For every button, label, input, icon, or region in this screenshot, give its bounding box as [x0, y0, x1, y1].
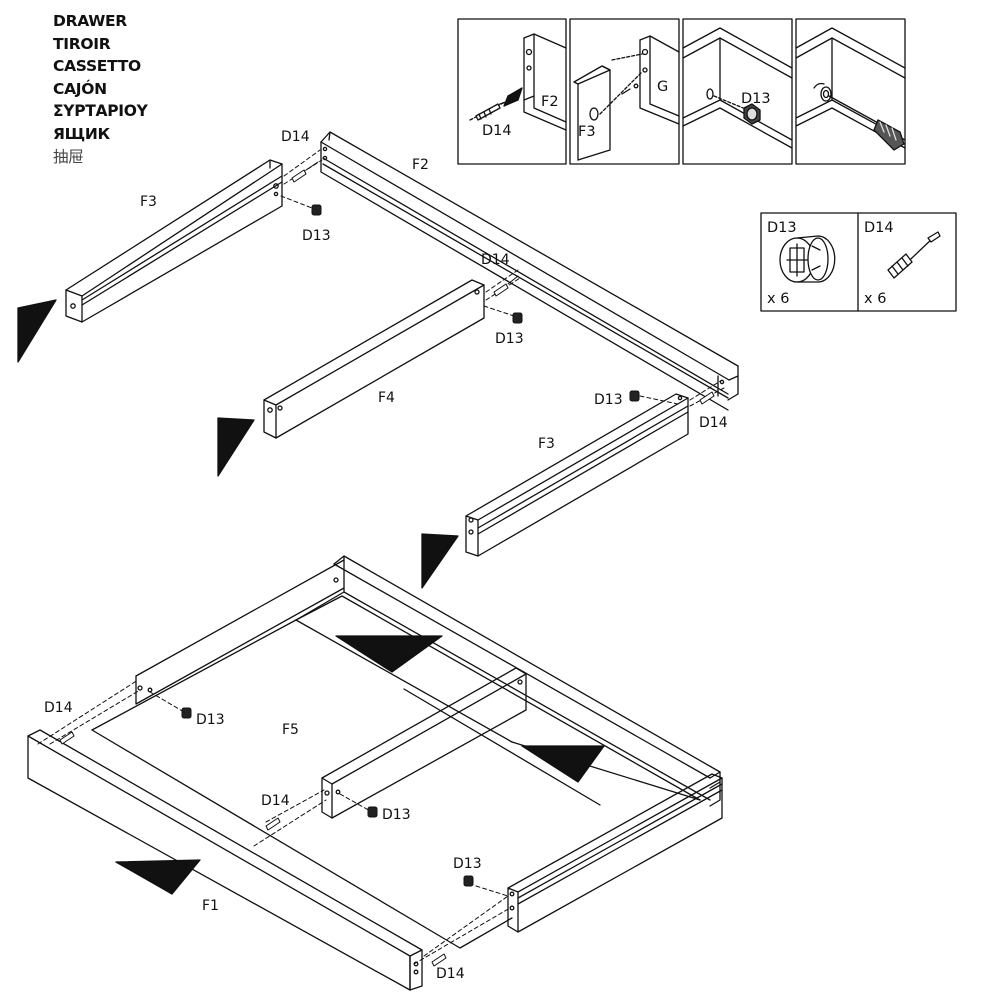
part-label-f3-upper: F3 — [140, 194, 157, 210]
dowel-d14-4 — [59, 731, 75, 745]
fastener-label-d14-4: D14 — [44, 700, 73, 716]
part-f3-right-side — [465, 393, 689, 557]
hardware-d14-code: D14 — [864, 220, 894, 236]
detail-panel-3-drawing — [682, 27, 793, 149]
detail-panel-4 — [795, 18, 906, 165]
orientation-arrows — [17, 299, 605, 895]
arrow-icon-f4 — [217, 417, 255, 477]
part-f2-back-rail — [320, 131, 739, 411]
dowel-d14-5 — [265, 817, 281, 831]
arrow-icon-front — [115, 859, 201, 895]
detail-label-f3: F3 — [578, 124, 596, 140]
detail-panels — [457, 18, 906, 165]
fastener-label-d14-5: D14 — [261, 793, 290, 809]
detail-label-g: G — [657, 79, 668, 95]
cams-d13 — [181, 204, 640, 887]
hardware-d13-qty: x 6 — [767, 291, 789, 307]
title-french: TIROIR — [53, 34, 111, 53]
part-f4-middle — [263, 279, 485, 439]
dowel-d14-1 — [291, 169, 307, 183]
cam-d13-5 — [367, 806, 378, 818]
arrow-icon-f3-left — [17, 299, 57, 363]
hardware-box — [760, 212, 957, 312]
part-label-f1: F1 — [202, 898, 219, 914]
fastener-label-d14-2: D14 — [481, 252, 510, 268]
title-block: DRAWER TIROIR CASSETTO CAJÓN ΣΥΡΤΑΡΙΟΥ Я… — [53, 10, 148, 168]
detail-panel-2 — [569, 18, 680, 165]
dowels-d14 — [59, 161, 715, 967]
title-russian: ЯЩИК — [53, 124, 110, 143]
cam-d13-4 — [181, 707, 192, 719]
detail-panel-3 — [682, 18, 793, 165]
assembly-guides — [37, 149, 725, 965]
dowel-d14-2 — [493, 283, 509, 297]
arrow-icon-f3-right — [421, 533, 459, 589]
fastener-label-d14-6: D14 — [436, 966, 465, 982]
fastener-label-d13-1: D13 — [302, 228, 331, 244]
cam-d13-3 — [629, 390, 640, 402]
cam-lock-d13-icon — [779, 235, 836, 283]
arrow-icon-frame-back — [335, 635, 443, 673]
fastener-label-d13-2: D13 — [495, 331, 524, 347]
part-label-f4: F4 — [378, 390, 395, 406]
part-label-f3-lower: F3 — [538, 436, 555, 452]
detail-panel-1 — [457, 18, 567, 165]
part-label-f2: F2 — [412, 157, 429, 173]
fastener-label-d14-3: D14 — [699, 415, 728, 431]
hardware-d14-qty: x 6 — [864, 291, 886, 307]
cam-d13-2 — [512, 312, 523, 324]
assembled-frame — [27, 555, 723, 991]
detail-label-d13: D13 — [741, 91, 771, 107]
detail-panel-1-drawing — [469, 33, 567, 131]
title-greek: ΣΥΡΤΑΡΙΟΥ — [53, 102, 148, 121]
fastener-label-d13-5: D13 — [382, 807, 411, 823]
fastener-label-d13-6: D13 — [453, 856, 482, 872]
detail-panel-2-drawing — [573, 35, 680, 161]
fastener-label-d13-4: D13 — [196, 712, 225, 728]
detail-panel-4-drawing — [795, 27, 906, 151]
fastener-label-d14-1: D14 — [281, 129, 310, 145]
title-spanish: CAJÓN — [53, 79, 107, 98]
arrow-icon-frame-right — [521, 745, 605, 783]
title-english: DRAWER — [53, 12, 127, 30]
title-italian: CASSETTO — [53, 57, 141, 76]
part-f3-left-side — [65, 159, 283, 323]
detail-label-d14: D14 — [482, 123, 512, 139]
dowel-d14-3 — [699, 391, 715, 405]
dowel-d14-6 — [431, 953, 447, 967]
part-label-f5: F5 — [282, 722, 299, 738]
cam-d13-6 — [463, 875, 474, 887]
hardware-d13-code: D13 — [767, 220, 797, 236]
dowel-pin-d14-icon — [887, 231, 941, 279]
title-chinese: 抽屉 — [53, 147, 84, 166]
labels: F2 D14 F3 G D13 D13 x 6 D14 x 6 F2 F3 F4… — [44, 79, 894, 982]
detail-label-f2: F2 — [541, 94, 559, 110]
fastener-label-d13-3: D13 — [594, 392, 623, 408]
cam-d13-1 — [311, 204, 322, 216]
